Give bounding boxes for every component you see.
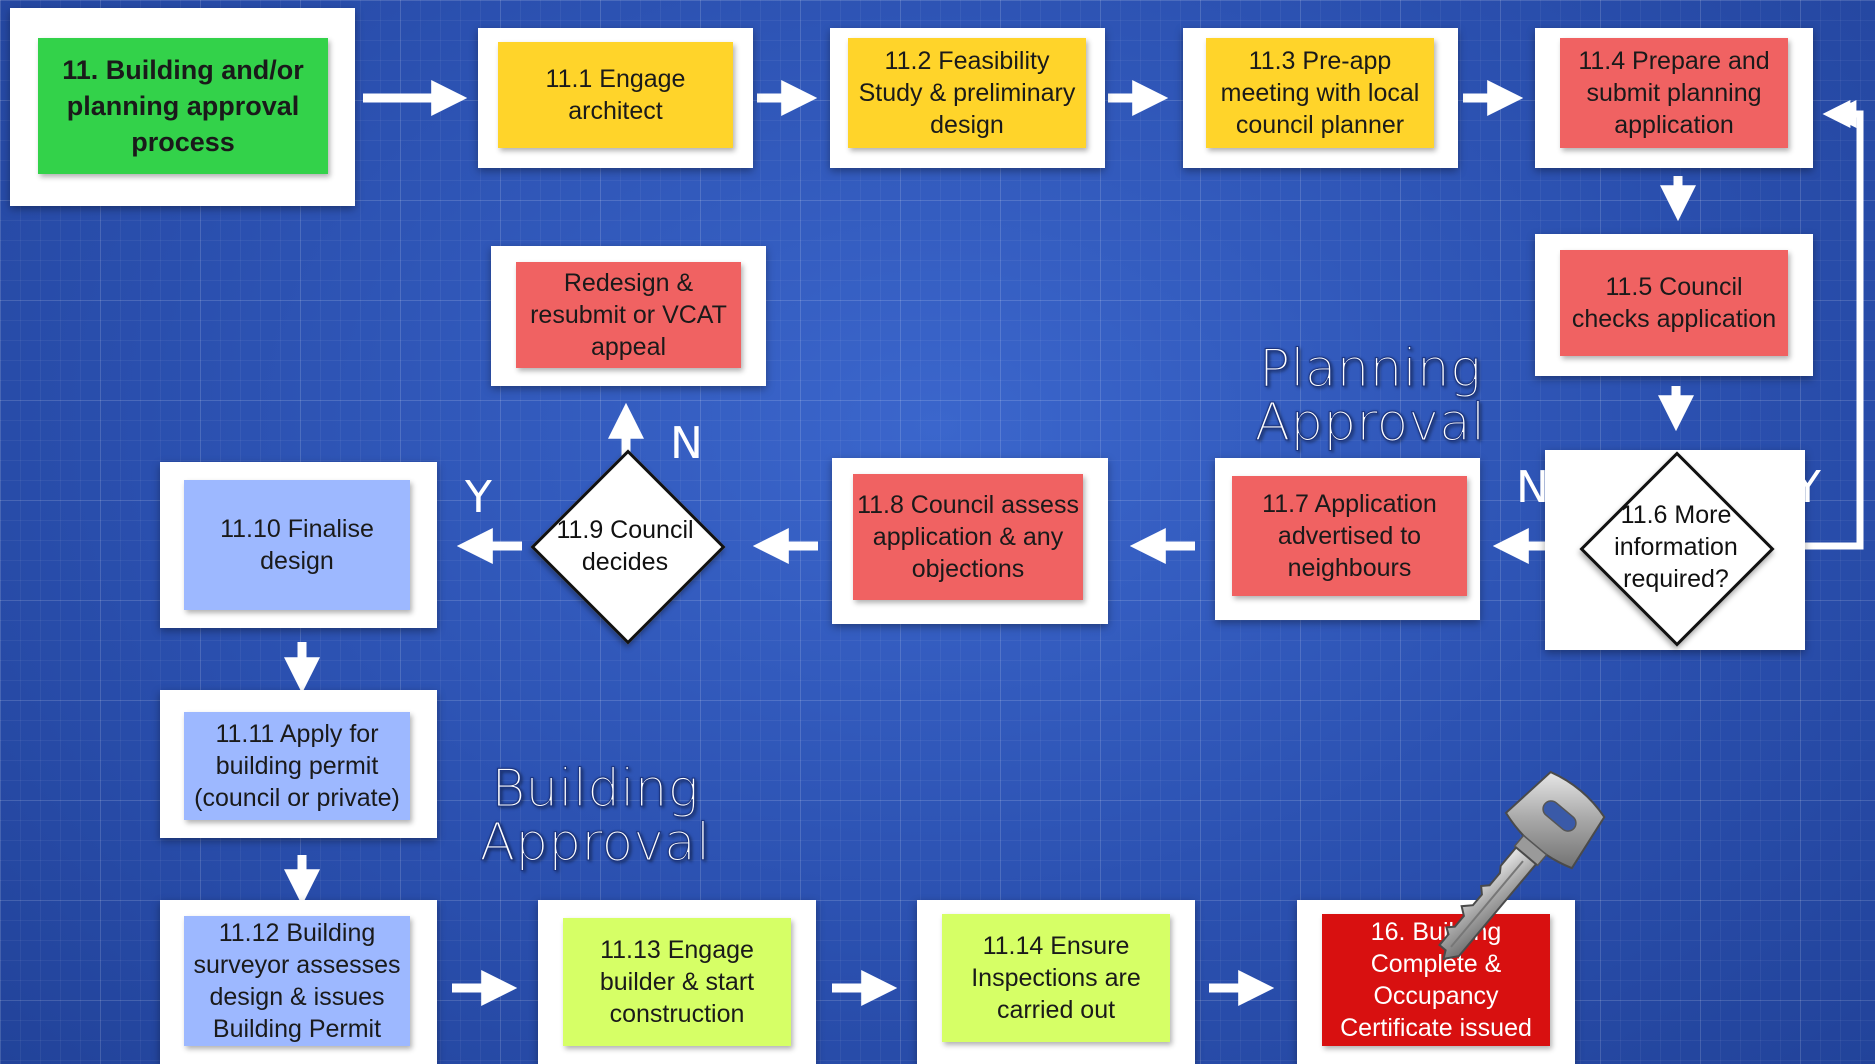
step-redesign: Redesign & resubmit or VCAT appeal [516, 262, 741, 368]
label-y-11-9: Y [465, 472, 492, 523]
decision-11-6-label: 11.6 More information required? [1614, 501, 1738, 593]
label-n-11-9: N [670, 418, 703, 469]
step-11-12: 11.12 Building surveyor assesses design … [184, 916, 410, 1046]
step-11-2: 11.2 Feasibility Study & preliminary des… [848, 38, 1086, 148]
step-11-8: 11.8 Council assess application & any ob… [853, 474, 1083, 600]
step-11-1: 11.1 Engage architect [498, 42, 733, 148]
step-11-5: 11.5 Council checks application [1560, 250, 1788, 356]
step-11-14: 11.14 Ensure Inspections are carried out [942, 914, 1170, 1042]
key-icon [1438, 770, 1606, 961]
planning-approval-title: Planning Approval [1240, 339, 1500, 453]
building-title-line2: Approval [479, 813, 711, 873]
building-approval-title: Building Approval [460, 759, 730, 873]
label-n-11-6: N [1516, 462, 1549, 513]
decision-11-9-label: 11.9 Council decides [556, 516, 694, 576]
step-16: 16. Building Complete & Occupancy Certif… [1322, 914, 1550, 1046]
process-title: 11. Building and/or planning approval pr… [38, 38, 328, 174]
step-11-10: 11.10 Finalise design [184, 480, 410, 610]
step-11-3: 11.3 Pre-app meeting with local council … [1206, 38, 1434, 148]
step-11-7: 11.7 Application advertised to neighbour… [1232, 476, 1467, 596]
step-11-13: 11.13 Engage builder & start constructio… [563, 918, 791, 1046]
step-11-11: 11.11 Apply for building permit (council… [184, 712, 410, 820]
planning-title-line2: Approval [1254, 393, 1486, 453]
step-11-4: 11.4 Prepare and submit planning applica… [1560, 38, 1788, 148]
label-y-11-6: Y [1794, 462, 1821, 513]
building-title-line1: Building [491, 759, 700, 819]
planning-title-line1: Planning [1258, 339, 1482, 399]
